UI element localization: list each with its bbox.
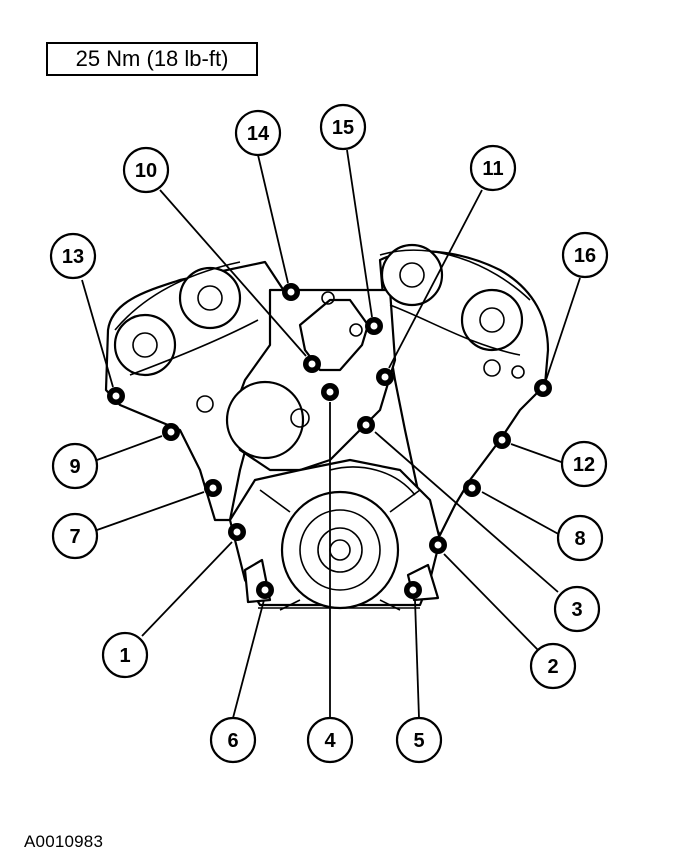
callout-5: 5 <box>395 716 443 764</box>
callout-16: 16 <box>561 231 609 279</box>
callout-3: 3 <box>553 585 601 633</box>
svg-text:6: 6 <box>227 730 238 752</box>
bolt-15 <box>365 317 383 335</box>
bolt-5 <box>404 581 422 599</box>
svg-text:10: 10 <box>135 160 157 182</box>
svg-text:8: 8 <box>574 528 585 550</box>
leader-lines <box>81 149 581 719</box>
svg-text:16: 16 <box>574 245 596 267</box>
callout-6: 6 <box>209 716 257 764</box>
bolt-4 <box>321 383 339 401</box>
callout-2: 2 <box>529 642 577 690</box>
svg-text:14: 14 <box>247 123 270 145</box>
bolt-11 <box>376 368 394 386</box>
callout-7: 7 <box>51 512 99 560</box>
callouts: 1 2 3 4 5 6 7 8 9 10 11 12 13 14 15 16 <box>49 103 609 764</box>
svg-text:3: 3 <box>571 599 582 621</box>
svg-text:13: 13 <box>62 246 84 268</box>
bolts <box>107 283 552 599</box>
svg-text:12: 12 <box>573 454 595 476</box>
bolt-16 <box>534 379 552 397</box>
svg-text:2: 2 <box>547 656 558 678</box>
callout-15: 15 <box>319 103 367 151</box>
callout-11: 11 <box>469 144 517 192</box>
callout-13: 13 <box>49 232 97 280</box>
torque-spec-label: 25 Nm (18 lb-ft) <box>46 42 258 76</box>
bolt-6 <box>256 581 274 599</box>
svg-text:15: 15 <box>332 117 354 139</box>
callout-14: 14 <box>234 109 282 157</box>
water-pump-opening <box>225 380 305 460</box>
bolt-12 <box>493 431 511 449</box>
bolt-3 <box>357 416 375 434</box>
right-cam-sprockets <box>379 243 531 356</box>
svg-text:7: 7 <box>69 526 80 548</box>
callout-12: 12 <box>560 440 608 488</box>
figure-id: A0010983 <box>24 832 104 851</box>
callout-10: 10 <box>122 146 170 194</box>
bolt-1 <box>228 523 246 541</box>
svg-text:1: 1 <box>119 645 130 667</box>
svg-text:4: 4 <box>324 730 336 752</box>
bolt-13 <box>107 387 125 405</box>
svg-text:11: 11 <box>482 158 503 180</box>
left-cam-sprockets <box>113 261 259 377</box>
bolt-10 <box>303 355 321 373</box>
svg-text:5: 5 <box>413 730 424 752</box>
bolt-8 <box>463 479 481 497</box>
callout-9: 9 <box>51 442 99 490</box>
bolt-14 <box>282 283 300 301</box>
bolt-9 <box>162 423 180 441</box>
callout-8: 8 <box>556 514 604 562</box>
svg-text:9: 9 <box>69 456 80 478</box>
bolt-2 <box>429 536 447 554</box>
callout-1: 1 <box>101 631 149 679</box>
engine-front-cover-drawing <box>104 243 550 611</box>
bolt-7 <box>204 479 222 497</box>
callout-4: 4 <box>306 716 354 764</box>
